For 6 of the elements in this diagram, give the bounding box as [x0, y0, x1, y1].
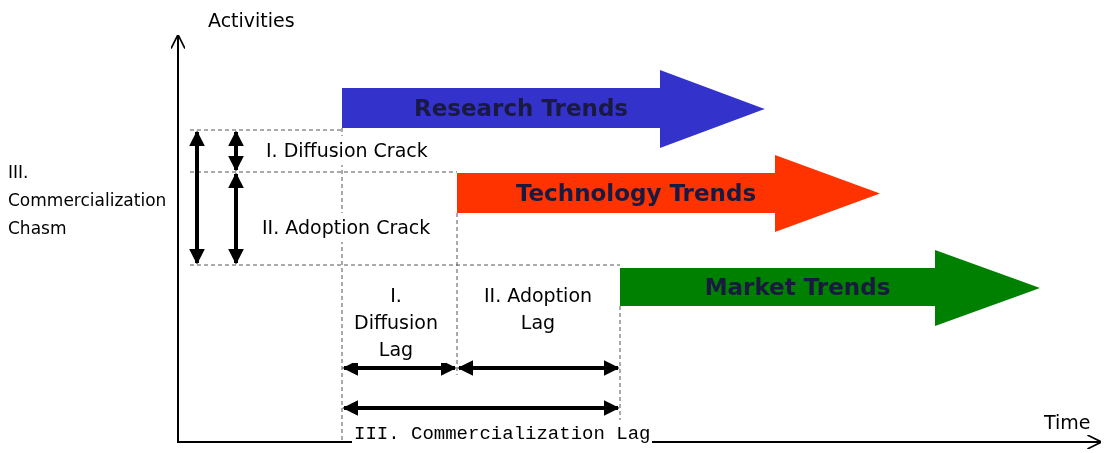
annotation-text: Activities — [208, 8, 295, 33]
arrow-label: Research Trends — [413, 93, 629, 123]
arrow-label: Market Trends — [704, 272, 891, 302]
annotation-text: Time — [1044, 410, 1091, 435]
arrow-label: Technology Trends — [515, 178, 757, 208]
annotation-text: III. Commercialization Chasm — [8, 161, 168, 240]
